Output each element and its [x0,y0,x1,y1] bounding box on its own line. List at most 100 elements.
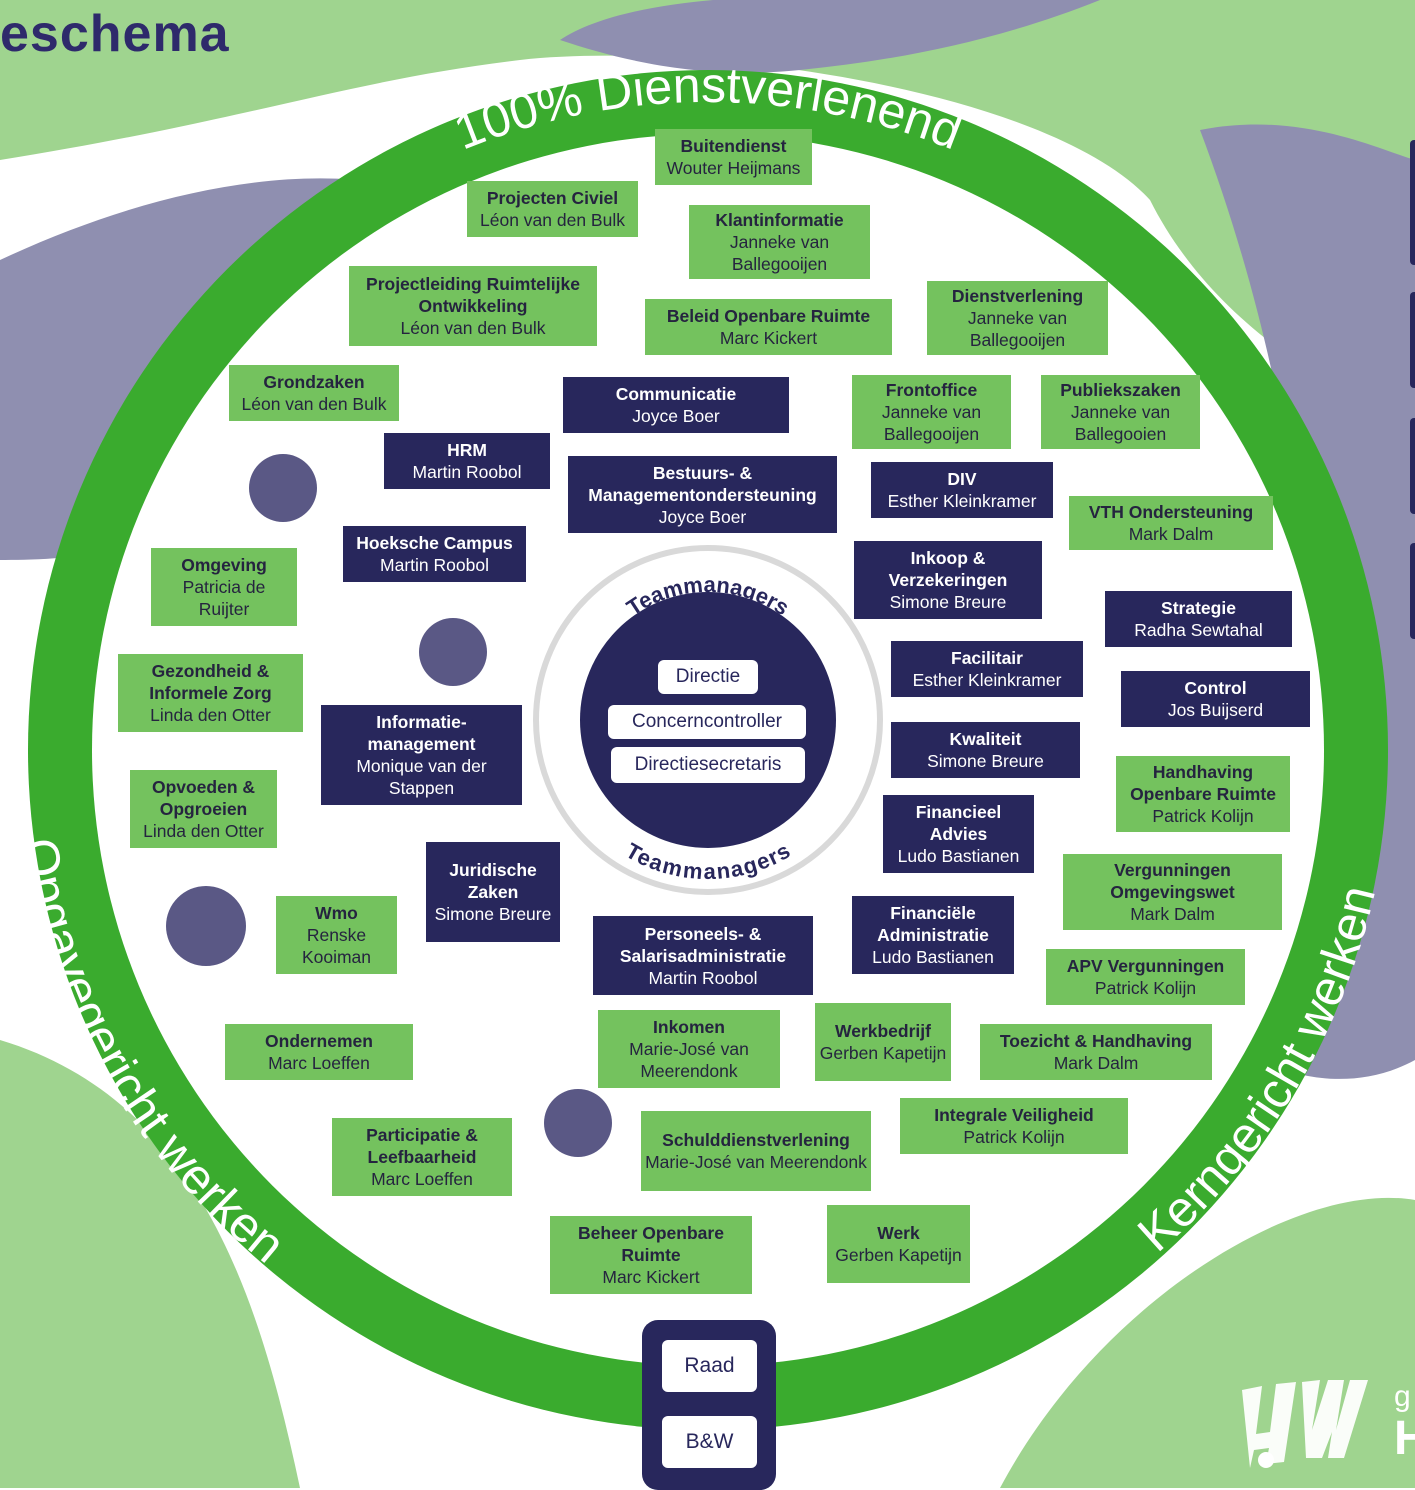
org-unit-manager: Joyce Boer [658,506,747,527]
org-unit-manager: Mark Dalm [1053,1053,1139,1073]
org-unit-manager: Janneke van Ballegooijen [729,232,830,274]
org-unit-title: Bestuurs- & Managementondersteuning [588,462,817,505]
backdrop-blob-top [0,0,1415,420]
org-unit-title: Facilitair [951,648,1023,668]
org-unit-manager: Léon van den Bulk [480,210,625,230]
org-unit-title: Communicatie [615,384,737,404]
org-unit-manager: Gerben Kapetijn [835,1245,962,1265]
org-unit-manager: Marc Kickert [602,1267,700,1287]
org-unit-manager: Radha Sewtahal [1134,620,1263,640]
org-unit-title: Projecten Civiel [486,188,619,208]
center-item-directiesecretaris: Directiesecretaris [611,747,805,783]
org-unit-title: Financiële Administratie [877,903,989,945]
org-unit-title: VTH Ondersteuning [1088,502,1254,522]
backdrop-lavender-top [560,0,1100,73]
org-unit-title: Wmo [315,903,358,923]
org-unit-manager: Martin Roobol [380,555,489,575]
org-unit-title: Integrale Veiligheid [934,1105,1094,1125]
org-unit-manager: Jos Buijserd [1167,700,1264,720]
org-unit-title: Frontoffice [885,380,978,400]
org-unit-title: Hoeksche Campus [356,533,513,553]
edge-tab [1410,418,1415,514]
org-unit-manager: Esther Kleinkramer [887,491,1037,511]
bw-button[interactable]: B&W [662,1416,757,1468]
org-unit-manager: Marie-José van Meerendonk [645,1152,867,1172]
org-unit-manager: Ludo Bastianen [897,846,1020,866]
logo-text-large: H [1394,1412,1415,1465]
raad-button[interactable]: Raad [662,1340,757,1392]
org-unit-title: Werkbedrijf [835,1021,931,1041]
org-unit-title: Omgeving [181,555,267,575]
center-item-concerncontroller: Concerncontroller [608,705,806,739]
logo-mark [1242,1382,1296,1468]
org-unit-manager: Gerben Kapetijn [819,1043,947,1063]
org-unit-title: Ondernemen [265,1031,373,1051]
org-unit-manager: Marc Loeffen [371,1169,473,1189]
org-unit-manager: Linda den Otter [143,821,264,841]
org-unit-manager: Patrick Kolijn [1094,978,1197,998]
org-unit-title: Juridische Zaken [449,860,537,902]
org-unit-manager: Marc Kickert [719,328,818,348]
org-unit-title: Werk [877,1223,920,1243]
org-unit-manager: Marc Loeffen [268,1053,370,1073]
org-unit-manager: Simone Breure [927,751,1044,771]
org-unit-manager: Mark Dalm [1130,904,1215,924]
org-unit-manager: Mark Dalm [1128,524,1214,544]
edge-tab [1410,140,1415,265]
decor-dot [166,886,246,966]
logo-text-small: g [1394,1380,1411,1413]
org-unit-title: Vergunningen Omgevingswet [1110,860,1235,902]
org-unit-manager: Patrick Kolijn [1152,806,1254,826]
org-unit-manager: Ludo Bastianen [872,947,994,967]
org-unit-manager: Martin Roobol [648,967,758,988]
org-unit-title: Buitendienst [680,136,787,156]
org-unit-title: DIV [947,469,977,489]
decor-dot [419,618,487,686]
org-unit-manager: Marie-José van Meerendonk [629,1039,749,1081]
org-unit-title: Projectleiding Ruimtelijke Ontwikkeling [366,274,580,316]
org-unit-manager: Janneke van Ballegooijen [881,402,982,444]
org-unit-title: Beheer Openbare Ruimte [578,1223,724,1265]
org-unit-manager: Simone Breure [889,592,1007,612]
org-unit-title: Handhaving Openbare Ruimte [1130,762,1276,804]
org-unit-manager: Patrick Kolijn [963,1127,1065,1147]
org-unit-title: Beleid Openbare Ruimte [666,306,871,326]
org-unit-title: Informatie-management [367,712,476,754]
org-unit-title: Inkomen [653,1017,725,1037]
org-unit-title: Publiekszaken [1060,380,1181,400]
decor-dot [544,1089,612,1157]
logo-mark [1302,1380,1368,1458]
municipality-logo: g H [1242,1380,1415,1468]
